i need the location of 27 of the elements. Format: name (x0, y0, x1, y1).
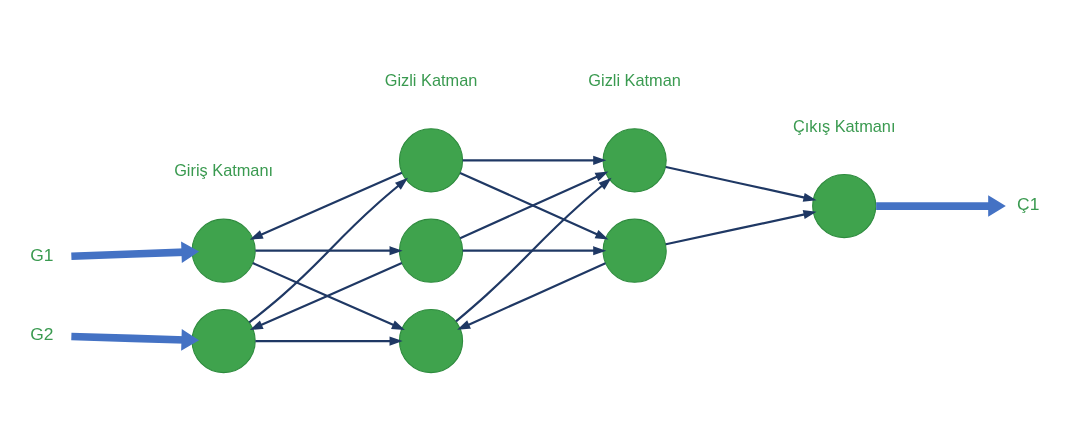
node-text: Ç1 (1017, 193, 1040, 214)
arrow (457, 261, 606, 330)
arrow (255, 336, 403, 346)
node-circle (602, 218, 667, 283)
node-circle (191, 308, 256, 373)
node-circle (812, 173, 877, 238)
arrow (462, 245, 607, 255)
node-text: G2 (30, 323, 54, 344)
arrow (455, 177, 612, 322)
arrow (248, 177, 408, 323)
node-circle (398, 218, 464, 283)
arrow (876, 194, 1006, 217)
label: Gizli Katman (588, 70, 681, 89)
node-text: G1 (30, 244, 54, 265)
node-circle (398, 127, 464, 192)
node-circle (191, 218, 256, 283)
arrow (665, 209, 817, 245)
label: Çıkış Katmanı (792, 115, 896, 134)
node-circle (602, 127, 667, 192)
arrow (459, 171, 609, 239)
arrow (665, 165, 817, 202)
node-circle (398, 308, 464, 373)
label: Giriş Katmanı (174, 160, 274, 179)
arrow (462, 155, 607, 165)
arrow (249, 171, 403, 240)
arrow (255, 245, 403, 255)
label: Gizli Katman (384, 70, 478, 89)
